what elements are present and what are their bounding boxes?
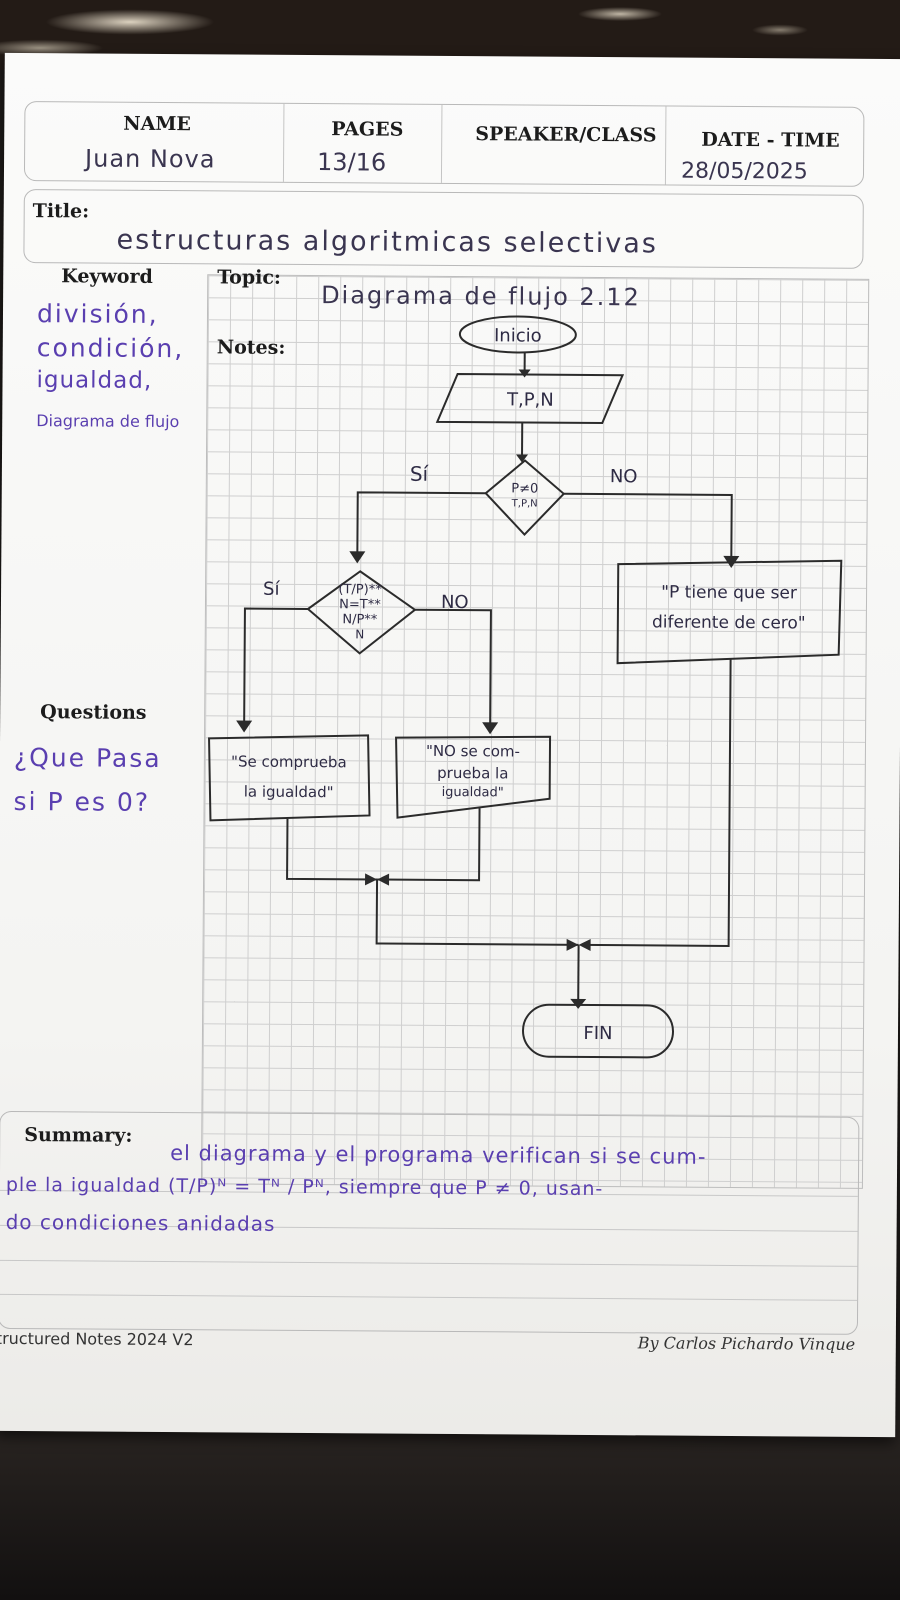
error-output-line: "P tiene que ser — [661, 582, 797, 603]
summary-line: el diagrama y el programa verifican si s… — [170, 1141, 707, 1169]
yes1-label: Sí — [410, 462, 430, 486]
arrowhead — [236, 720, 253, 733]
decision1-top-label: P≠0 — [511, 481, 538, 496]
input-parallelogram — [435, 373, 625, 425]
connector-line — [563, 492, 733, 563]
decision2-line: N — [355, 627, 364, 641]
merge-bowtie — [377, 873, 390, 886]
merge-bowtie — [365, 873, 378, 886]
connector-line — [414, 608, 492, 727]
decision2-line: N=T** — [339, 597, 381, 612]
connector-line — [375, 879, 579, 946]
summary-rule — [0, 1259, 860, 1268]
yes-output-line: la igualdad" — [244, 783, 334, 802]
summary-line: do condiciones anidadas — [5, 1209, 276, 1236]
summary-rule — [0, 1293, 860, 1302]
decision-p-not-zero — [484, 459, 566, 536]
no-output-line: igualdad" — [442, 785, 504, 800]
summary-label: Summary: — [24, 1124, 133, 1147]
error-output-line: diferente de cero" — [652, 612, 806, 633]
summary-line: ple la igualdad (T/P)ᴺ = Tᴺ / Pᴺ, siempr… — [5, 1173, 604, 1201]
footer-brand: tructured Notes 2024 V2 — [0, 1328, 194, 1350]
flowchart: Inicio T,P,N P≠0 T,P,N Sí NO (T/P)** N=T… — [208, 315, 843, 1059]
yes-output-line: "Se comprueba — [231, 752, 347, 771]
arrowhead — [518, 369, 531, 378]
output-equality-holds — [208, 734, 371, 822]
arrowhead — [723, 555, 740, 568]
connector-line — [377, 808, 481, 882]
decision1-bottom-label: T,P,N — [511, 498, 538, 509]
output-equality-fails — [395, 735, 552, 819]
connector-line — [286, 818, 378, 881]
connector-line — [581, 658, 732, 947]
arrowhead — [482, 722, 499, 735]
end-label: FIN — [583, 1023, 612, 1044]
no-output-line: "NO se com- — [426, 742, 520, 761]
arrowhead — [570, 998, 587, 1009]
yes2-label: Sí — [263, 579, 281, 600]
notes-sheet: NAME Juan Nova PAGES 13/16 SPEAKER/CLASS… — [0, 52, 900, 1438]
end-terminal — [522, 1003, 675, 1059]
start-terminal — [458, 315, 577, 354]
merge-bowtie — [578, 938, 591, 951]
arrowhead — [516, 454, 529, 463]
no2-label: NO — [441, 592, 469, 613]
decision2-line: (T/P)** — [338, 582, 382, 597]
output-error — [616, 559, 843, 665]
arrowhead — [349, 551, 366, 564]
no-output-line: prueba la — [437, 764, 508, 782]
decision2-line: N/P** — [342, 612, 378, 627]
merge-bowtie — [566, 938, 579, 951]
start-label: Inicio — [494, 325, 542, 346]
footer-author: By Carlos Pichardo Vinque — [637, 1333, 856, 1354]
connector-line — [356, 491, 486, 556]
no1-label: NO — [610, 466, 638, 487]
summary-box: Summary: el diagrama y el programa verif… — [0, 1110, 860, 1335]
table-surface-bottom — [0, 1420, 900, 1600]
connector-line — [243, 607, 308, 725]
input-label: T,P,N — [506, 389, 554, 410]
decision-equality — [306, 570, 417, 655]
